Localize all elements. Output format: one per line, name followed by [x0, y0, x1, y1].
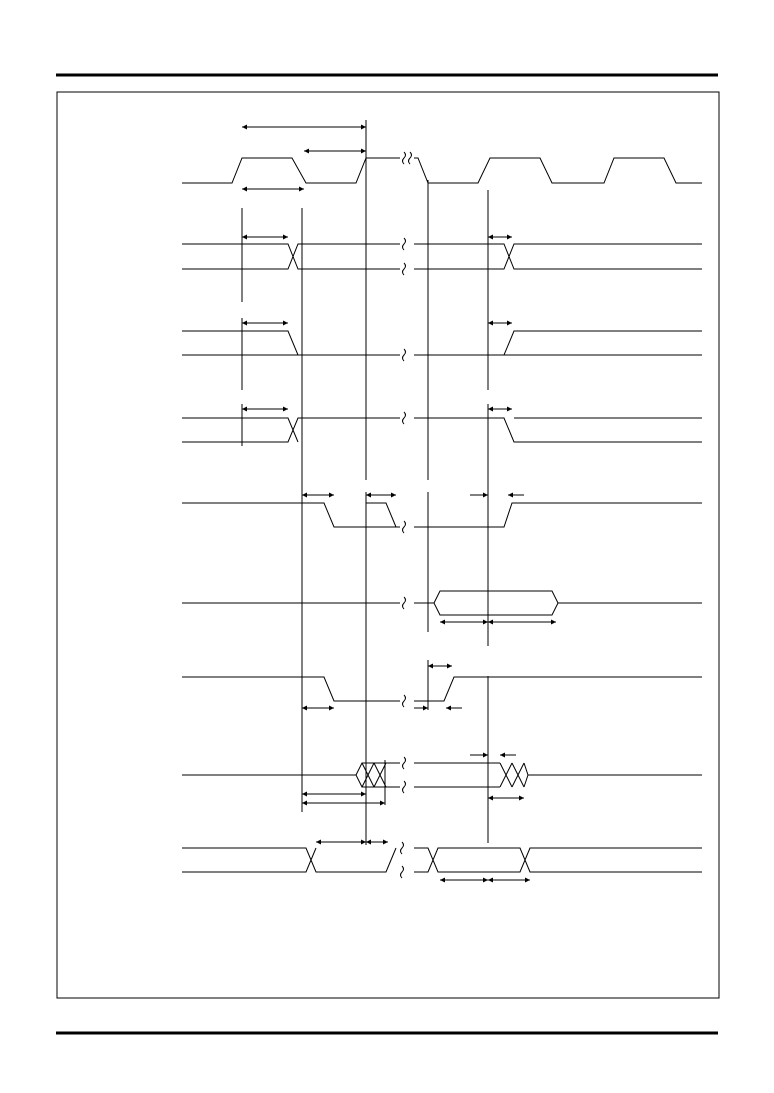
signal-row-9-bus: [182, 839, 702, 883]
signal-row-6-window: [182, 590, 702, 625]
break-mark: [402, 756, 406, 794]
break-mark: [402, 151, 412, 165]
signal-row-3-bus: [182, 320, 702, 362]
data-cross: [499, 762, 525, 788]
signal-row-2-bus: [182, 234, 702, 276]
break-mark: [402, 348, 406, 362]
signal-row-4-bus: [182, 406, 702, 443]
signal-row-8-data: [182, 752, 702, 806]
data-cross: [361, 762, 387, 788]
signal-row-7-strobe: [182, 663, 702, 711]
break-mark: [402, 237, 406, 276]
break-mark: [402, 694, 406, 708]
break-mark: [402, 596, 406, 610]
signal-row-5-strobe: [182, 492, 702, 534]
break-mark: [400, 841, 404, 879]
diagram-frame: [56, 91, 720, 999]
reference-lines: [241, 120, 489, 845]
break-mark: [402, 520, 406, 534]
break-mark: [402, 411, 406, 425]
signal-row-1-clock: [182, 124, 702, 192]
